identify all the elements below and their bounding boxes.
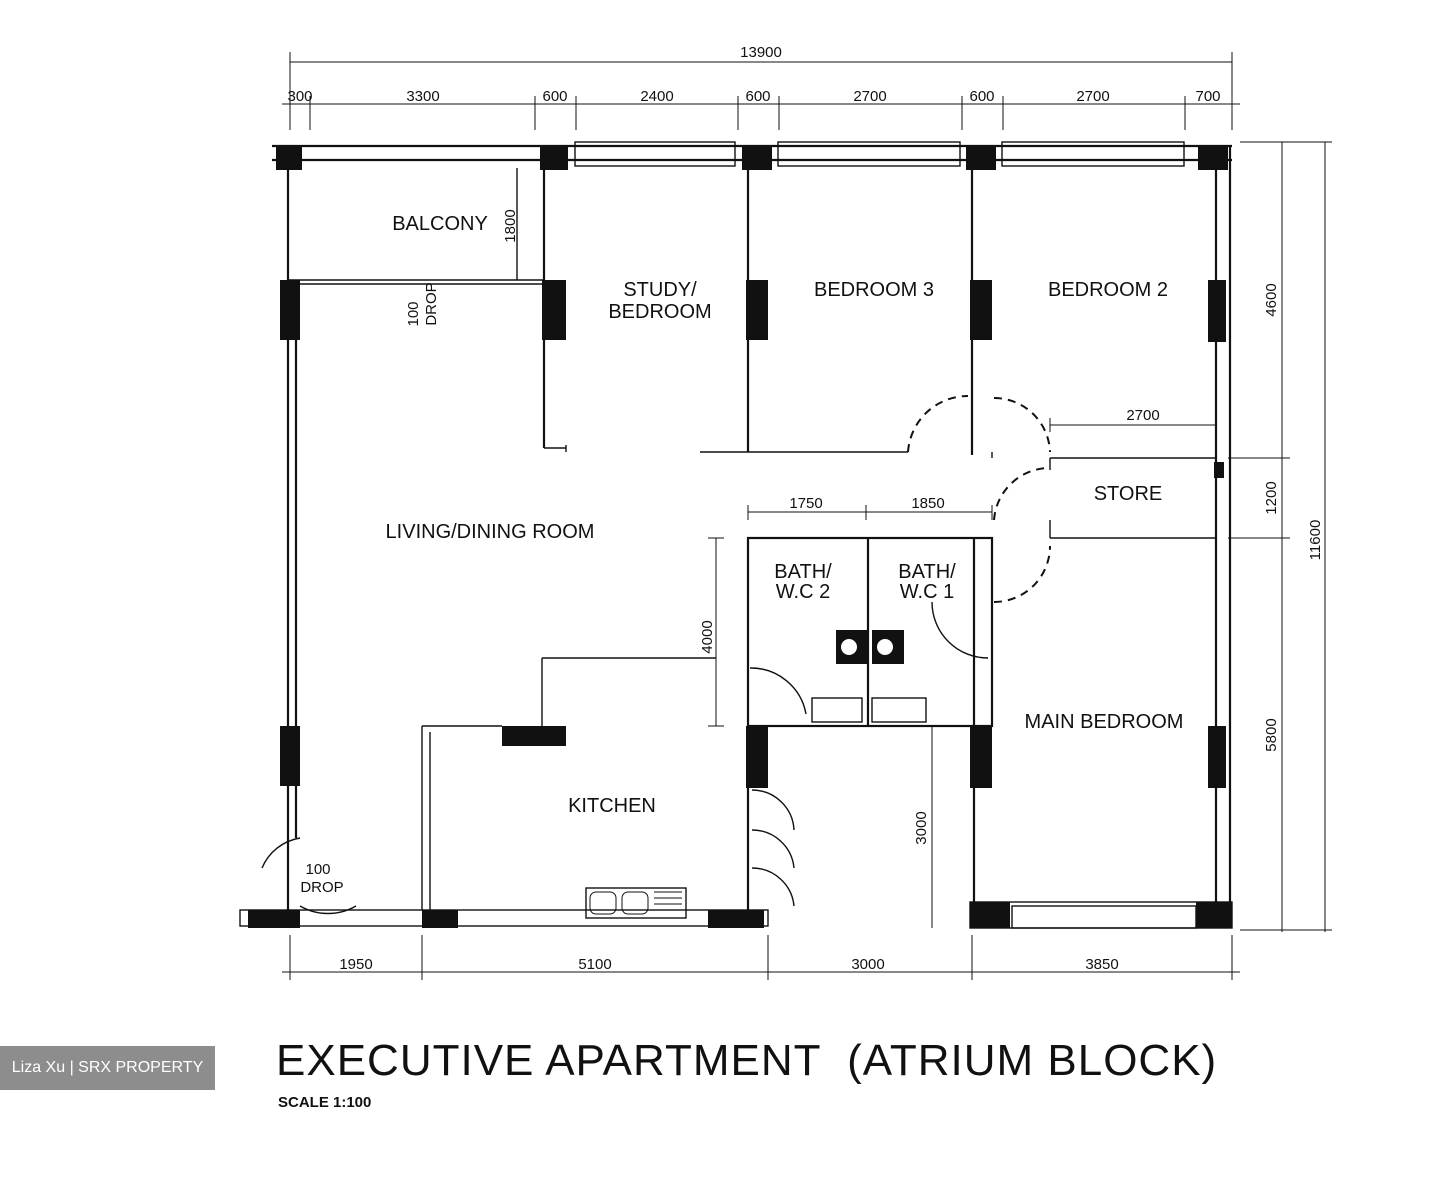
room-labels: BALCONY STUDY/ BEDROOM BEDROOM 3 BEDROOM… [300, 213, 1183, 896]
watermark: Liza Xu | SRX PROPERTY [0, 1046, 215, 1090]
fixtures [585, 630, 927, 919]
label-bath1-line1: BATH/ [898, 561, 956, 583]
label-kitchen: KITCHEN [568, 795, 656, 817]
label-bedroom2: BEDROOM 2 [1048, 279, 1168, 301]
dim-right-2: 1200 [1263, 481, 1280, 514]
dim-overall-width: 13900 [740, 44, 782, 61]
dim-service: 3000 [913, 811, 930, 844]
dim-right-overall: 11600 [1307, 520, 1324, 561]
dim-top-3: 600 [542, 88, 567, 105]
plan-scale: SCALE 1:100 [278, 1094, 372, 1111]
dim-bath-width-1: 1750 [789, 495, 822, 512]
label-store: STORE [1094, 483, 1163, 505]
dim-top-5: 600 [745, 88, 770, 105]
dim-corridor: 2700 [1126, 407, 1159, 424]
dim-balcony-depth: 1800 [502, 209, 519, 242]
label-drop-entry-top: 100 [305, 861, 330, 878]
kitchen-sink [585, 887, 687, 919]
interior-walls [288, 160, 1216, 928]
label-drop-balcony-bottom: DROP [423, 282, 440, 325]
top-dimensions: 13900 300 3300 600 2400 600 2700 600 270… [282, 44, 1240, 130]
dim-top-7: 600 [969, 88, 994, 105]
dim-top-4: 2400 [640, 88, 673, 105]
dim-top-2: 3300 [406, 88, 439, 105]
label-living: LIVING/DINING ROOM [386, 521, 595, 543]
dim-right-3: 5800 [1263, 718, 1280, 751]
label-balcony: BALCONY [392, 213, 488, 235]
dim-bath-width-2: 1850 [911, 495, 944, 512]
label-bath1-line2: W.C 1 [900, 581, 954, 603]
right-dimensions: 4600 1200 5800 11600 [1228, 141, 1332, 932]
dim-bottom-2: 5100 [578, 956, 611, 973]
label-main-bedroom: MAIN BEDROOM [1025, 711, 1184, 733]
dim-top-6: 2700 [853, 88, 886, 105]
dim-bottom-3: 3000 [851, 956, 884, 973]
dim-bottom-4: 3850 [1085, 956, 1118, 973]
doors [261, 394, 1051, 915]
label-study-line1: STUDY/ [623, 279, 697, 301]
label-bath2-line2: W.C 2 [776, 581, 830, 603]
label-drop-entry-bottom: DROP [300, 879, 343, 896]
label-bath2-line1: BATH/ [774, 561, 832, 583]
label-bedroom3: BEDROOM 3 [814, 279, 934, 301]
dim-top-9: 700 [1195, 88, 1220, 105]
plan-title: EXECUTIVE APARTMENT (ATRIUM BLOCK) [276, 1036, 1218, 1085]
label-study-line2: BEDROOM [608, 301, 711, 323]
dim-top-1: 300 [287, 88, 312, 105]
label-drop-balcony-top: 100 [405, 301, 422, 326]
dim-top-8: 2700 [1076, 88, 1109, 105]
dim-right-1: 4600 [1263, 283, 1280, 316]
dim-bath-depth: 4000 [699, 620, 716, 653]
bottom-dimensions: 1950 5100 3000 3850 [282, 935, 1240, 980]
dim-bottom-1: 1950 [339, 956, 372, 973]
